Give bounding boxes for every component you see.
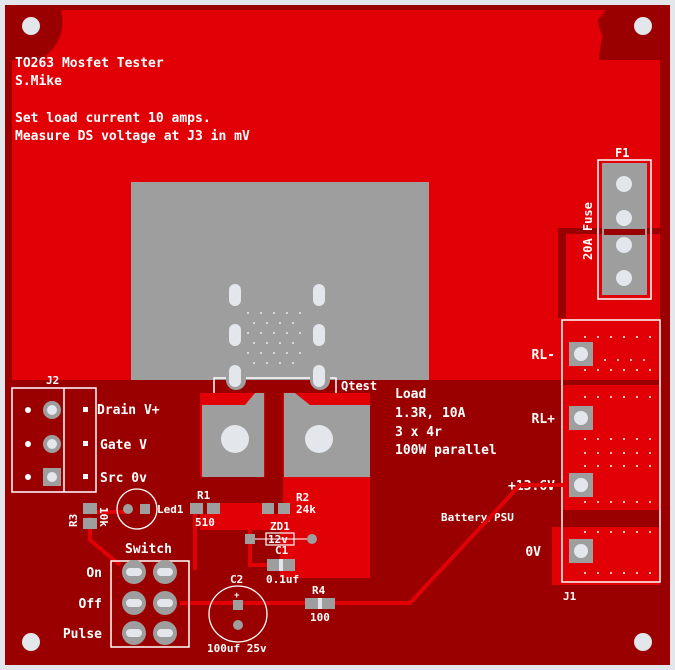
led1-pad-a <box>123 504 133 514</box>
corner-dark-tr <box>598 5 670 60</box>
zd1-pad-1 <box>245 534 255 544</box>
switch-pos-on: On <box>86 566 102 581</box>
zd1-value: 12v <box>268 533 288 546</box>
j1-pin-rl-minus: RL- <box>532 348 555 363</box>
j2-ref: J2 <box>46 374 59 387</box>
zd1-body <box>265 532 295 546</box>
c1-value: 0.1uf <box>266 573 299 586</box>
j2-outline <box>11 387 97 493</box>
load-note-line1: Load <box>395 387 426 402</box>
board-note-line1: Set load current 10 amps. <box>15 111 211 126</box>
trace-c1 <box>248 510 270 567</box>
j1-pin-0v: 0V <box>525 545 541 560</box>
load-note-line2: 1.3R, 10A <box>395 406 466 421</box>
board-author: S.Mike <box>15 74 62 89</box>
load-note: Load 1.3R, 10A 3 x 4r 100W parallel <box>395 387 497 458</box>
led1-ref: Led1 <box>157 503 184 516</box>
c2-pad-plus <box>233 600 243 610</box>
qtest-pin-s-drill <box>313 365 325 387</box>
j2-pin-source: Src 0v <box>100 471 147 486</box>
r2-value: 24k <box>296 503 316 516</box>
board-note-line2: Measure DS voltage at J3 in mV <box>15 129 250 144</box>
mounting-hole-tl <box>22 17 40 35</box>
j1-net-label: Battery/PSU <box>441 511 514 524</box>
qtest-ref: Qtest <box>341 379 377 393</box>
c2-ref: C2 <box>230 573 243 586</box>
f1-outline <box>597 159 652 300</box>
j1-pins <box>569 342 593 563</box>
switch-outline <box>110 560 190 648</box>
f1-label: 20A Fuse <box>581 202 595 260</box>
r1-value: 510 <box>195 516 215 529</box>
r1-ref: R1 <box>197 489 211 502</box>
j2-markers <box>25 407 88 480</box>
switch-pins <box>122 560 177 645</box>
load-note-line3: 3 x 4r <box>395 425 442 440</box>
qtest-pin-g-drill <box>229 365 241 387</box>
drain-drill <box>305 425 333 453</box>
led1-pad-k <box>140 504 150 514</box>
f1-gap <box>604 229 645 235</box>
fuse-isolation-trace <box>558 228 566 318</box>
j1-outline <box>561 319 661 583</box>
c2-value: 100uf 25v <box>207 642 267 655</box>
c1-ref: C1 <box>275 544 289 557</box>
switch-ref: Switch <box>125 542 172 557</box>
c2-pad-minus <box>233 620 243 630</box>
r3-pad-2 <box>83 518 97 529</box>
load-note-line4: 100W parallel <box>395 443 497 458</box>
r3-ref: R3 <box>67 514 80 527</box>
led1-outline <box>116 488 158 530</box>
r4-ref: R4 <box>312 584 326 597</box>
r3-pad-1 <box>83 503 97 514</box>
f1-ref: F1 <box>615 146 629 160</box>
gap-dark-3 <box>200 530 280 580</box>
mounting-hole-bl <box>22 633 40 651</box>
qtest-via-grid <box>247 312 301 364</box>
mounting-hole-tr <box>634 17 652 35</box>
switch-pos-pulse: Pulse <box>63 627 102 642</box>
gap-dark <box>265 393 283 503</box>
f1-drills <box>616 176 632 286</box>
source-drill <box>221 425 249 453</box>
qtest-heatsink-pad <box>131 182 429 380</box>
j2-pin-gate: Gate V <box>100 438 147 453</box>
left-edge <box>5 5 12 665</box>
j1-pin-rl-plus: RL+ <box>532 412 556 427</box>
c2-outline <box>208 585 268 643</box>
r2-ref: R2 <box>296 491 309 504</box>
r4-value: 100 <box>310 611 330 624</box>
c2-polarity: + <box>234 591 240 601</box>
trace-13v6 <box>330 483 567 605</box>
zd1-ref: ZD1 <box>270 520 290 533</box>
right-edge <box>660 5 670 665</box>
j1-vias <box>584 336 651 574</box>
mounting-hole-br <box>634 633 652 651</box>
r3-value: 10k <box>97 507 110 527</box>
zd1-pad-2 <box>307 534 317 544</box>
j2-pins <box>43 401 61 486</box>
j1-ref: J1 <box>563 590 577 603</box>
j1-zone-0v <box>552 527 660 585</box>
j2-pin-drain: Drain V+ <box>97 403 160 418</box>
board-title: TO263 Mosfet Tester <box>15 56 164 71</box>
gap-dark-2 <box>200 477 265 503</box>
switch-pos-off: Off <box>79 597 102 612</box>
